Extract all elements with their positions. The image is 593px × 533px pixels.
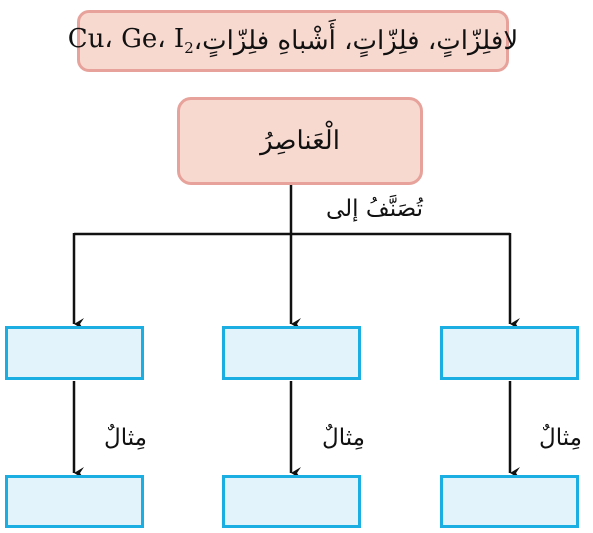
categories-box: لافلِزّاتٍ، فلِزّاتٍ، أَشْباهِ فلِزّاتٍ،… [68,10,518,72]
categories-text: لافلِزّاتٍ، فلِزّاتٍ، أَشْباهِ فلِزّاتٍ، [193,26,519,56]
example-label-right: مِثالٌ [539,425,582,451]
blank-box-center-bottom [222,475,361,528]
classified-into-label: تُصَنَّفُ إلى [326,196,423,222]
example-label-center: مِثالٌ [322,425,365,451]
blank-box-left-bottom [5,475,144,528]
blank-box-right-top [440,326,579,380]
blank-box-right-bottom [440,475,579,528]
elements-label: الْعَناصِرُ [260,126,340,156]
blank-box-center-top [222,326,361,380]
elements-box: الْعَناصِرُ [177,97,423,185]
element-symbols: Cu، Ge، I2 [67,24,194,58]
blank-box-left-top [5,326,144,380]
example-label-left: مِثالٌ [104,425,147,451]
